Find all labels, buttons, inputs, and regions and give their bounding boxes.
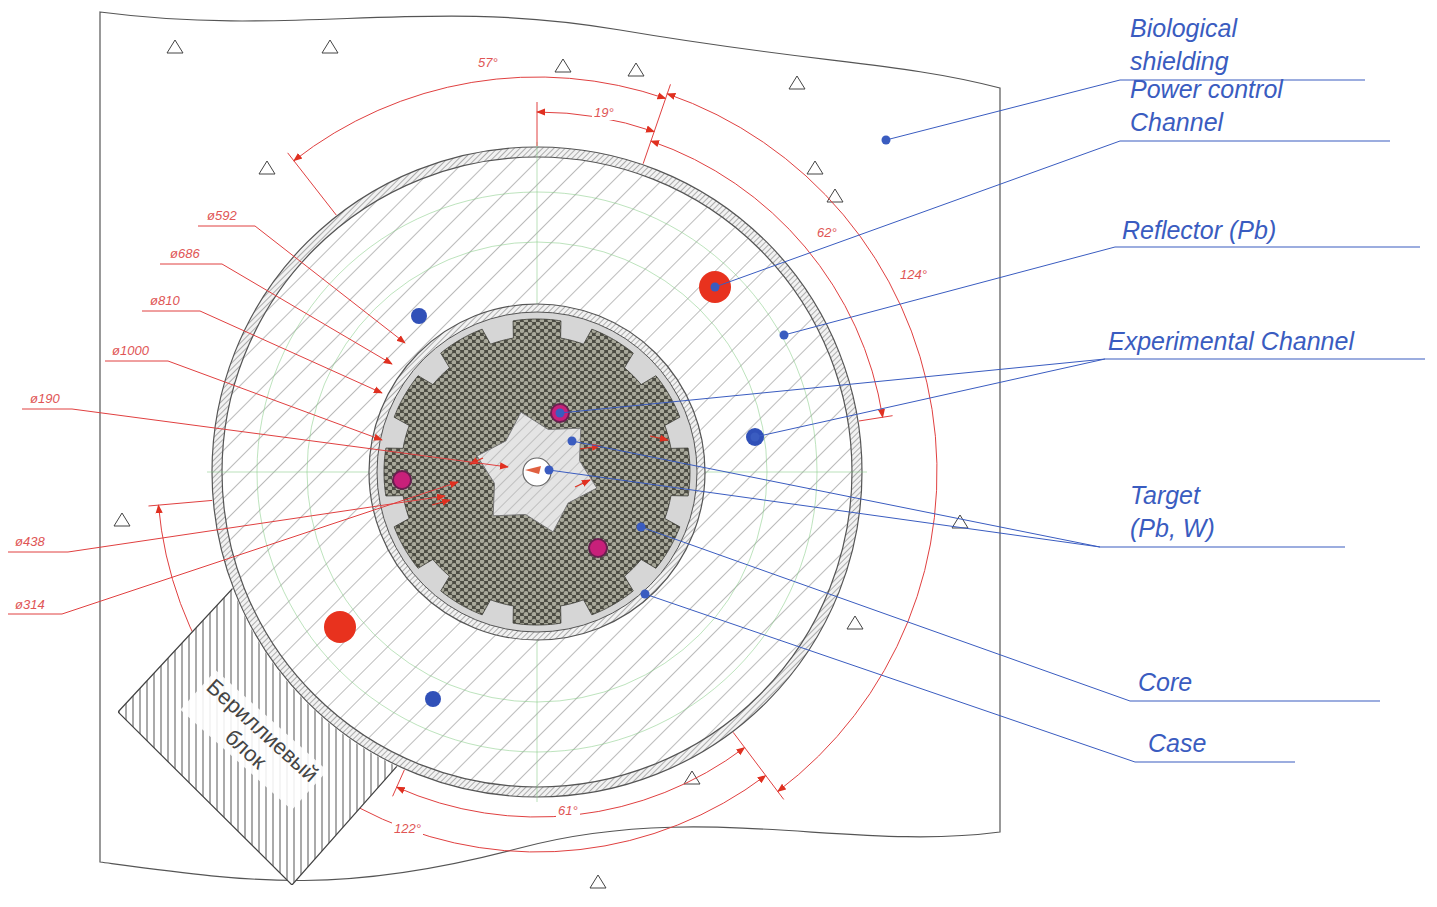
shielding-mark xyxy=(590,875,606,888)
core-arrow xyxy=(432,500,450,505)
core-channel xyxy=(393,471,411,489)
power-control-channel xyxy=(324,611,356,643)
angle-label: 19° xyxy=(592,105,616,120)
dimension-leader xyxy=(198,226,405,343)
shielding-mark xyxy=(952,515,968,528)
callout-leader xyxy=(641,527,1130,701)
dimension-label: ø686 xyxy=(168,246,202,261)
callout-dot xyxy=(882,136,891,145)
callout-label: Case xyxy=(1148,727,1206,760)
core xyxy=(384,319,690,625)
experimental-channel xyxy=(746,428,764,446)
callout-label: Power control Channel xyxy=(1130,73,1345,139)
callout-dot xyxy=(637,523,646,532)
callout-label: Biological shielding xyxy=(1130,12,1305,78)
core-case xyxy=(369,304,705,640)
core-arrow xyxy=(650,436,668,440)
callout-label: Experimental Channel xyxy=(1108,325,1354,358)
shielding-mark xyxy=(789,76,805,89)
dimension-tick xyxy=(859,416,893,421)
dimension-label: ø190 xyxy=(28,391,62,406)
callout-leader xyxy=(784,247,1115,335)
dimension-label: ø438 xyxy=(13,534,47,549)
callout-label: Target (Pb, W) xyxy=(1130,479,1250,545)
angle-dimension xyxy=(294,77,666,161)
angle-label: 122° xyxy=(392,821,423,836)
target-mark xyxy=(525,466,541,474)
dimension-tick xyxy=(733,732,784,799)
shielding-mark xyxy=(259,161,275,174)
shielding-mark xyxy=(322,40,338,53)
angle-label: 61° xyxy=(556,803,580,818)
angle-label: 57° xyxy=(476,55,500,70)
callout-leader xyxy=(886,80,1120,140)
dimension-tick xyxy=(393,770,405,796)
callout-leader xyxy=(755,359,1105,437)
dimension-tick xyxy=(148,500,212,506)
callout-dot xyxy=(568,437,577,446)
shielding-mark xyxy=(827,189,843,202)
callout-dot xyxy=(751,433,760,442)
dimension-leader xyxy=(105,361,382,440)
angle-dimension xyxy=(397,748,745,817)
dimension-leader xyxy=(160,264,392,364)
callout-dot xyxy=(556,409,565,418)
dimension-label: ø592 xyxy=(205,208,239,223)
angle-dimension xyxy=(651,141,883,417)
callout-label: Core xyxy=(1138,666,1192,699)
biological-shielding xyxy=(100,12,1000,881)
callout-underline xyxy=(1130,700,1380,701)
angle-label: 62° xyxy=(815,225,839,240)
callout-leader xyxy=(560,359,1105,413)
shielding-mark xyxy=(807,161,823,174)
callout-leader xyxy=(645,594,1135,762)
dimension-label: ø1000 xyxy=(110,343,151,358)
callout-dot xyxy=(711,283,720,292)
angle-dimension xyxy=(667,94,937,792)
experimental-channel xyxy=(425,691,441,707)
callout-dot xyxy=(780,331,789,340)
callout-dot xyxy=(641,590,650,599)
experimental-channel xyxy=(411,308,427,324)
dimension-leader xyxy=(8,496,445,552)
shielding-mark xyxy=(114,513,130,526)
callout-underline xyxy=(1135,761,1295,762)
core-case-inner xyxy=(377,312,697,632)
core-arrow xyxy=(575,480,590,487)
callout-underline xyxy=(1105,358,1425,359)
dimension-tick xyxy=(643,84,670,163)
shielding-mark xyxy=(847,616,863,629)
shielding-mark xyxy=(628,63,644,76)
callout-leader xyxy=(549,470,1100,547)
callout-label: Reflector (Pb) xyxy=(1122,214,1276,247)
callout-leader xyxy=(715,141,1120,287)
callout-dot xyxy=(545,466,554,475)
dimension-leader xyxy=(142,311,382,393)
callout-underline xyxy=(1115,246,1420,247)
shielding-mark xyxy=(167,40,183,53)
dimension-label: ø314 xyxy=(13,597,47,612)
angle-label: 124° xyxy=(898,267,929,282)
grid-circle xyxy=(307,242,767,702)
dimension-tick xyxy=(288,153,337,215)
core-channel xyxy=(589,539,607,557)
power-control-channel xyxy=(699,271,731,303)
shielding-mark xyxy=(555,59,571,72)
dimension-tick xyxy=(537,102,538,146)
callout-underline xyxy=(1120,140,1390,141)
dimension-leader xyxy=(22,409,508,467)
target-zone xyxy=(477,412,597,532)
beryllium-block: Бериллиевый блок xyxy=(118,588,413,885)
callout-underline xyxy=(1100,546,1345,547)
beryllium-block-shape xyxy=(118,588,413,885)
dimension-label: ø810 xyxy=(148,293,182,308)
core-channel xyxy=(551,404,569,422)
